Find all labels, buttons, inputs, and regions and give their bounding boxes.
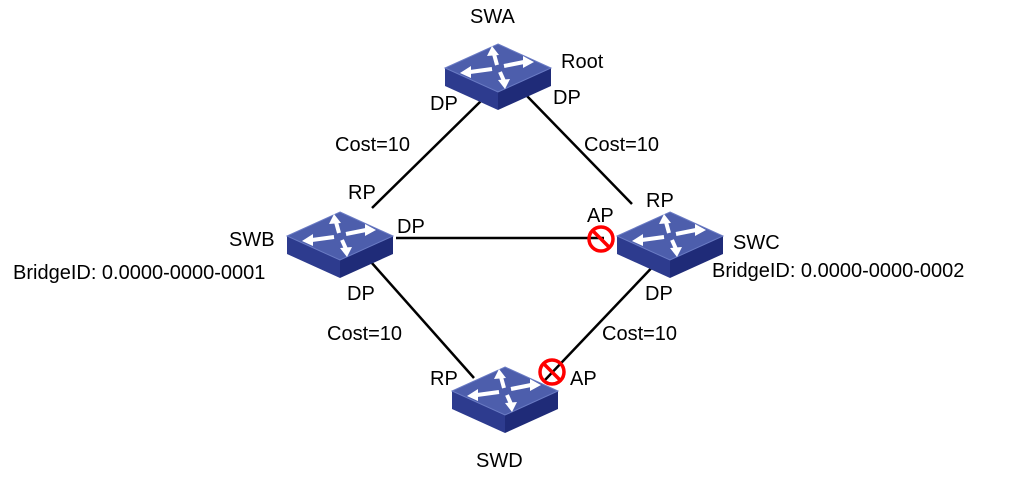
root-label: Root: [561, 51, 604, 73]
switch-arrows-icon: [460, 46, 534, 89]
switch-top: [443, 43, 553, 93]
switch-arrows-icon: [467, 369, 541, 412]
port-label-swc-left: AP: [587, 205, 614, 227]
switch-label-swb: SWB: [229, 229, 275, 251]
port-label-swa-right: DP: [553, 87, 581, 109]
switch-side-right: [498, 68, 551, 110]
link-swc-swd: [544, 257, 662, 381]
switch-top: [450, 366, 560, 416]
blocked-port-icon: [538, 358, 566, 386]
switch-label-swc: SWC: [733, 232, 780, 254]
switch-swb[interactable]: [285, 211, 395, 278]
blocked-port-icon: [587, 225, 615, 253]
switch-label-swd: SWD: [476, 450, 523, 472]
link-swa-swb: [371, 99, 483, 209]
cost-label-swb-swd: Cost=10: [327, 323, 402, 345]
port-label-swd-right: AP: [570, 368, 597, 390]
link-swb-swd: [370, 261, 475, 379]
switch-side-right: [340, 236, 393, 278]
switch-top: [615, 211, 725, 261]
switch-top: [285, 211, 395, 261]
switch-layer: [285, 43, 725, 433]
switch-side-left: [445, 68, 498, 110]
port-label-swb-right: DP: [397, 216, 425, 238]
port-label-swb-up: RP: [348, 182, 376, 204]
switch-label-swa: SWA: [470, 6, 515, 28]
link-swa-swc: [526, 95, 633, 205]
port-label-swc-down: DP: [645, 283, 673, 305]
switch-swc[interactable]: [615, 211, 725, 278]
port-label-swc-up: RP: [646, 190, 674, 212]
links-layer: [370, 95, 662, 381]
switch-side-left: [287, 236, 340, 278]
cost-label-swc-swd: Cost=10: [602, 323, 677, 345]
switch-swd[interactable]: [450, 366, 560, 433]
bridge-id-swb: BridgeID: 0.0000-0000-0001: [13, 262, 265, 284]
switch-side-right: [670, 236, 723, 278]
port-label-swd-left: RP: [430, 368, 458, 390]
switch-swa[interactable]: [443, 43, 553, 110]
bridge-id-swc: BridgeID: 0.0000-0000-0002: [712, 260, 964, 282]
switch-side-left: [452, 391, 505, 433]
switch-side-left: [617, 236, 670, 278]
switch-side-right: [505, 391, 558, 433]
port-label-swa-left: DP: [430, 93, 458, 115]
block-layer: [538, 225, 615, 386]
port-label-swb-down: DP: [347, 283, 375, 305]
cost-label-swa-swb: Cost=10: [335, 134, 410, 156]
switch-arrows-icon: [632, 214, 706, 257]
cost-label-swa-swc: Cost=10: [584, 134, 659, 156]
switch-arrows-icon: [302, 214, 376, 257]
